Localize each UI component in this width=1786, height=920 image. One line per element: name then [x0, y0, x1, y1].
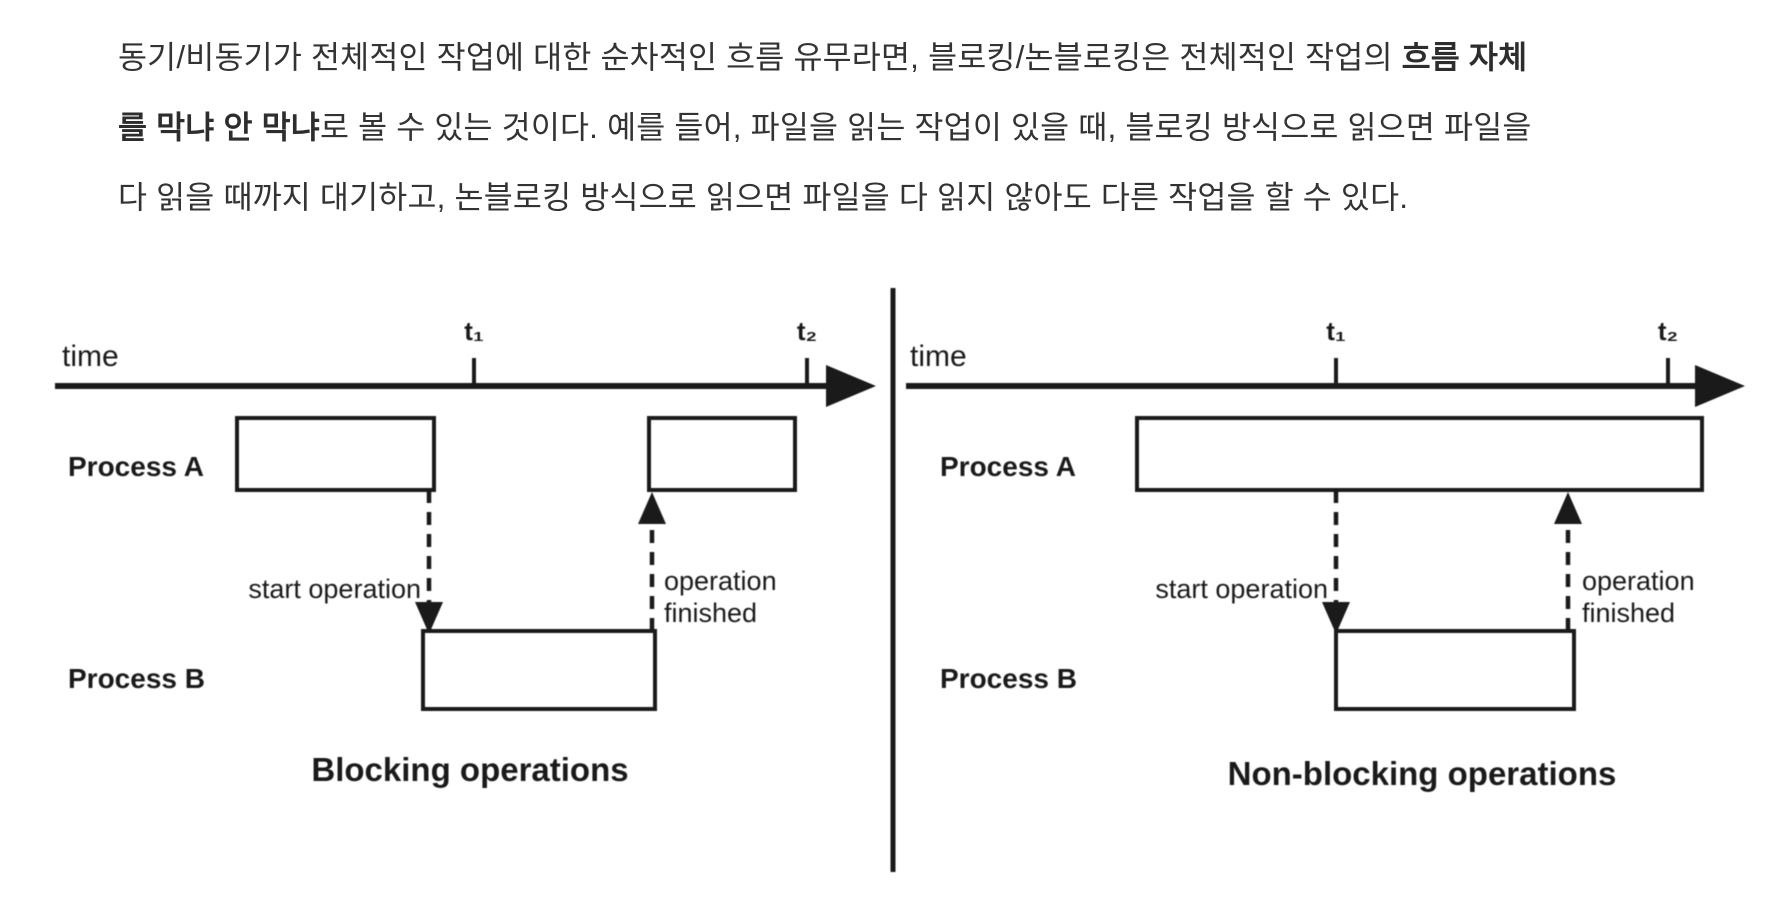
panel-caption: Blocking operations [311, 751, 628, 788]
time-axis-arrowhead-icon [826, 365, 876, 407]
body-paragraph: 동기/비동기가 전체적인 작업에 대한 순차적인 흐름 유무라면, 블로킹/논블… [118, 22, 1550, 232]
process-b-label: Process B [940, 663, 1077, 694]
time-axis-label: time [910, 340, 967, 373]
operation-finished-arrowhead-icon [638, 492, 666, 524]
paragraph-segment-bold: 흐름 자체를 막냐 안 막냐 [118, 39, 1528, 145]
operation-finished-label-line1: operation [664, 566, 777, 596]
operation-finished-arrowhead-icon [1554, 492, 1582, 524]
paragraph-segment: 동기/비동기가 전체적인 작업에 대한 순차적인 흐름 유무라면, 블로킹/논블… [118, 39, 1402, 75]
blocking-nonblocking-diagram: time t₁ t₂ Process A start operation Pro… [55, 288, 1745, 872]
paragraph-segment: 로 볼 수 있는 것이다. 예를 들어, 파일을 읽는 작업이 있을 때, 블로… [118, 109, 1532, 215]
t1-label: t₁ [464, 316, 483, 346]
t2-label: t₂ [1658, 316, 1678, 346]
operation-finished-label-line2: finished [664, 598, 757, 628]
start-operation-arrowhead-icon [415, 602, 443, 634]
time-axis-arrowhead-icon [1695, 365, 1745, 407]
panel-caption: Non-blocking operations [1228, 755, 1617, 792]
operation-finished-label-line2: finished [1582, 598, 1675, 628]
nonblocking-panel: time t₁ t₂ Process A start operation Pro… [906, 316, 1745, 792]
start-operation-arrowhead-icon [1322, 602, 1350, 634]
t2-label: t₂ [797, 316, 817, 346]
process-a-box [1135, 416, 1704, 492]
process-b-label: Process B [68, 663, 205, 694]
start-operation-label: start operation [248, 574, 421, 604]
process-a-box-2 [647, 416, 797, 492]
operation-finished-label-line1: operation [1582, 566, 1695, 596]
process-a-label: Process A [68, 451, 204, 482]
start-operation-label: start operation [1155, 574, 1328, 604]
process-b-box [421, 629, 657, 711]
process-b-box [1334, 629, 1576, 711]
process-a-box-1 [235, 416, 436, 492]
t1-label: t₁ [1326, 316, 1345, 346]
blocking-panel: time t₁ t₂ Process A start operation Pro… [55, 316, 876, 788]
time-axis-label: time [62, 340, 119, 373]
process-a-label: Process A [940, 451, 1076, 482]
